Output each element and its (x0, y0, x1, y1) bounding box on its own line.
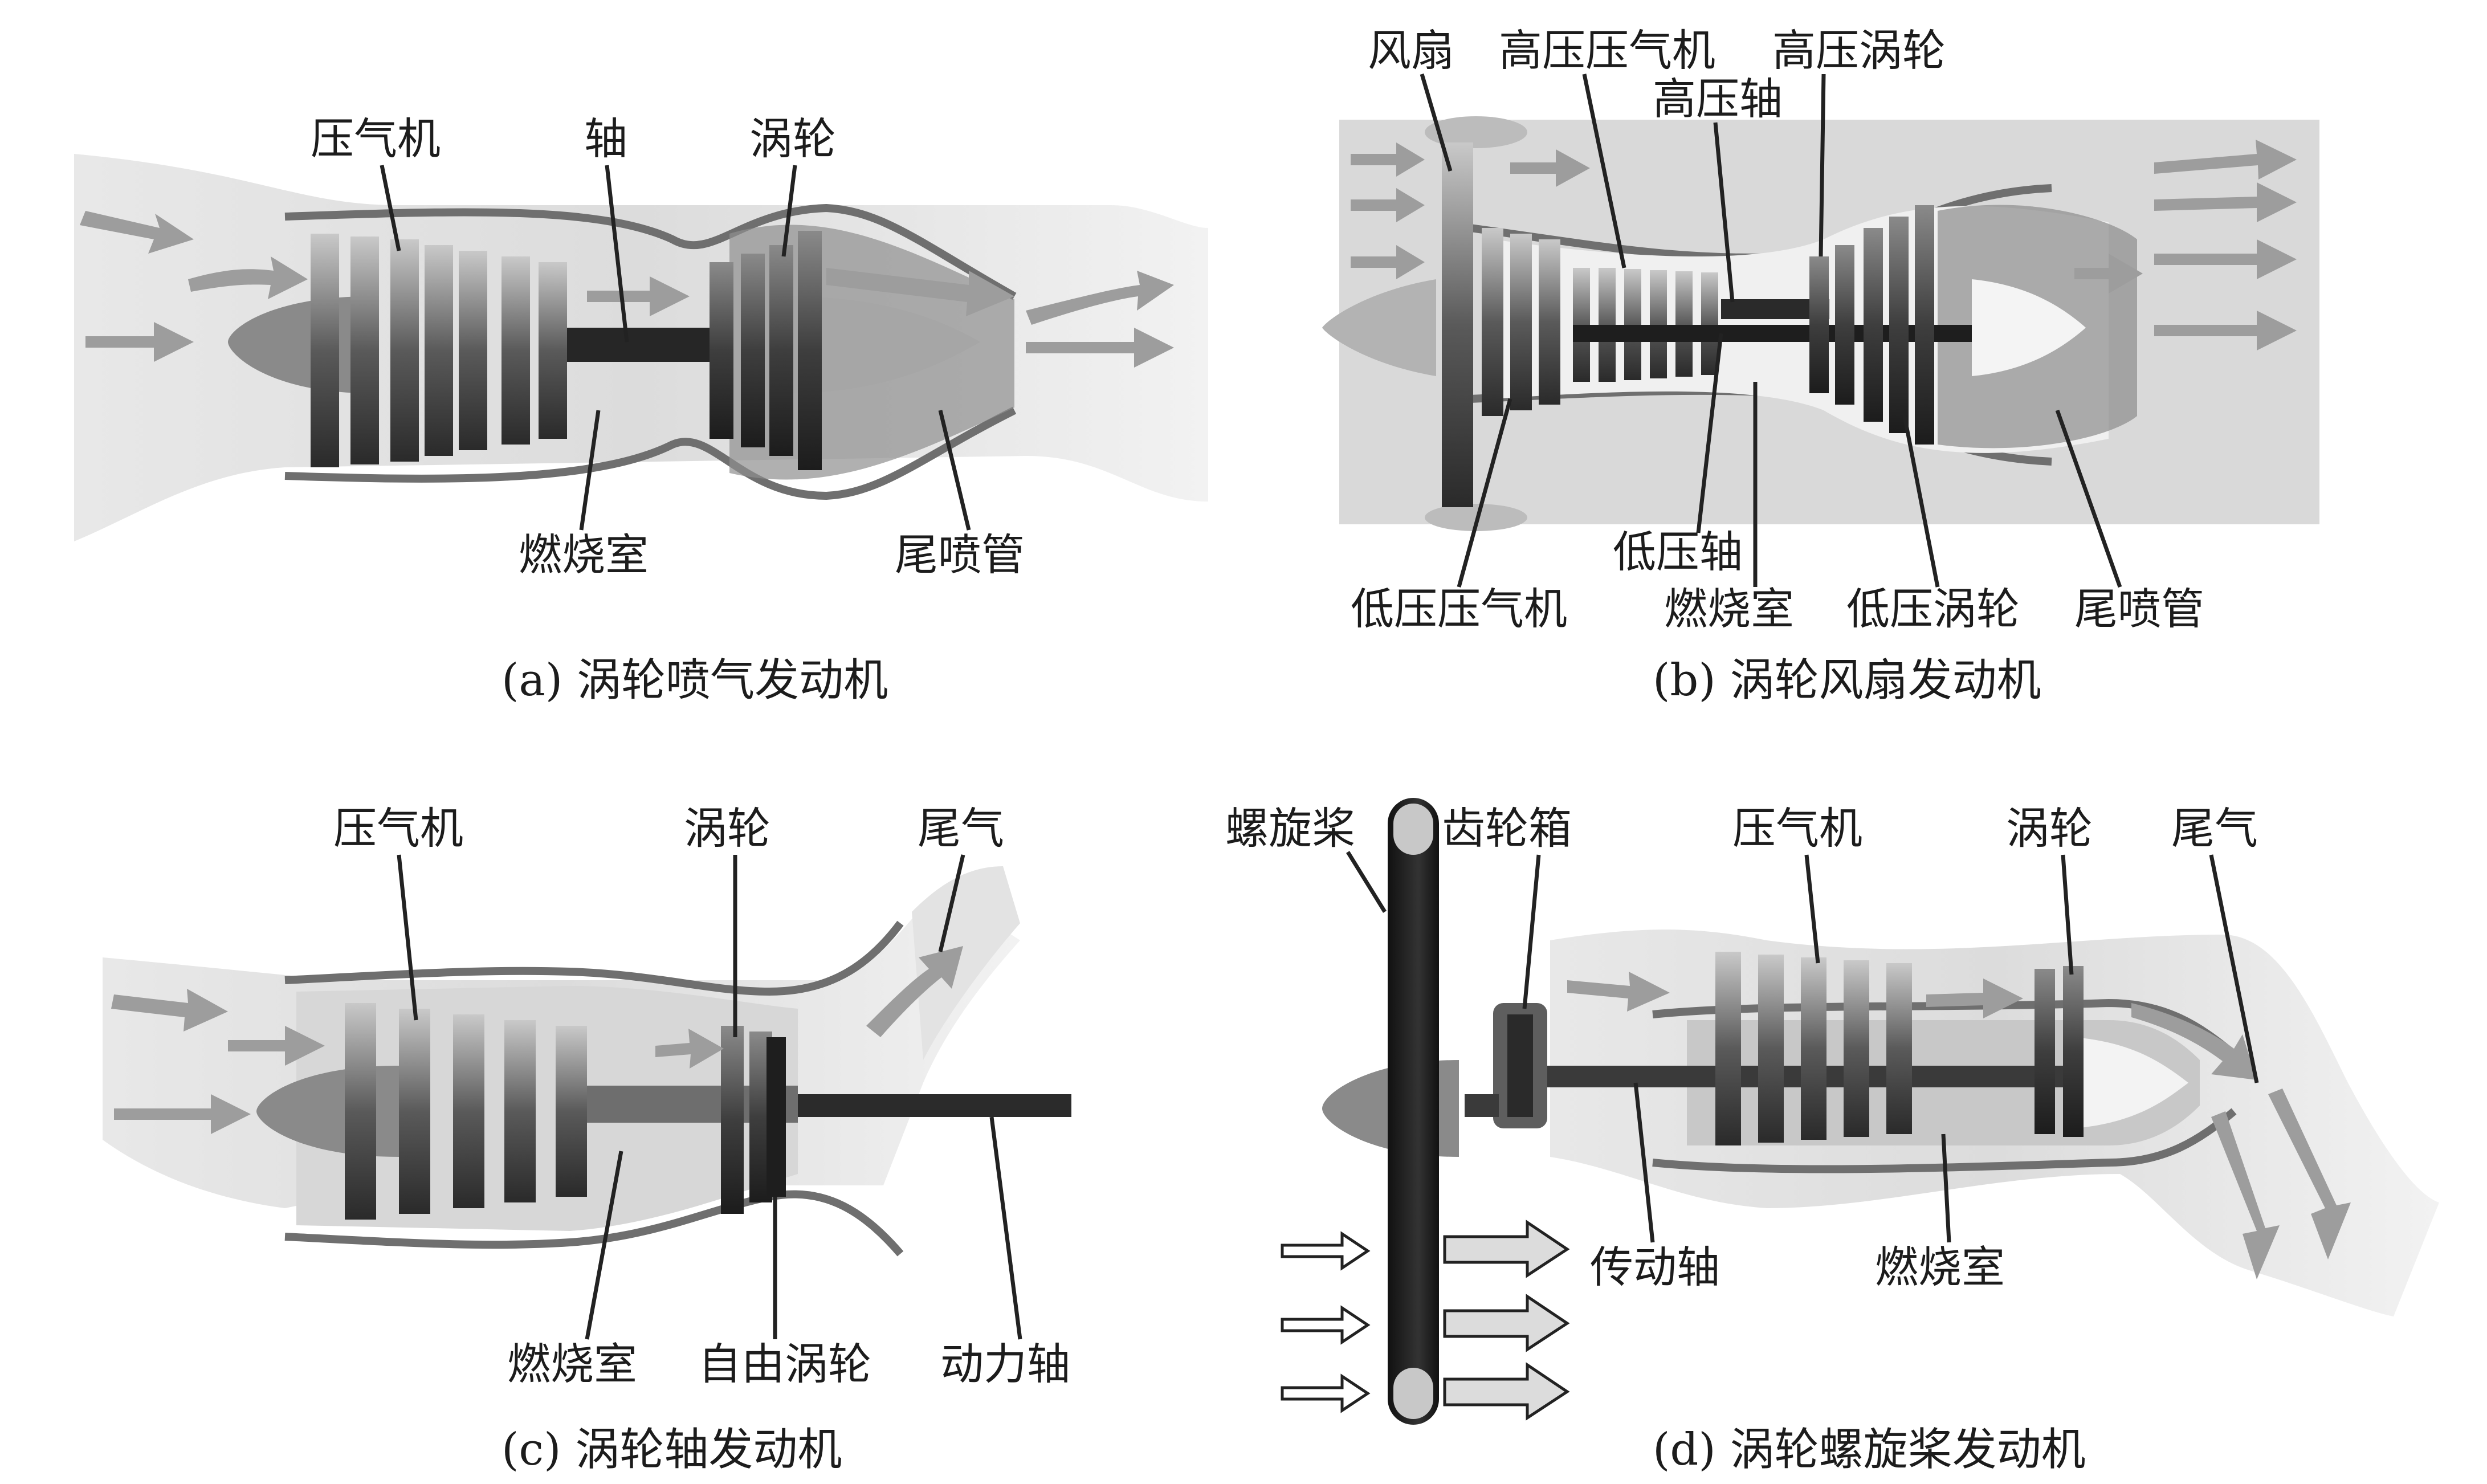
panel-d-propeller-icon (1388, 798, 1439, 1425)
panel-c-free-turbine-label: 自由涡轮 (698, 1339, 871, 1389)
panel-c-airflow-arrows (111, 946, 963, 1134)
panel-d-combustor-label: 燃烧室 (1875, 1242, 2005, 1293)
panel-b-spinner (1322, 279, 1436, 376)
panel-b-fan-label: 风扇 (1368, 25, 1454, 76)
panel-b-lp-shaft-icon (1573, 325, 1972, 342)
panel-a-shaft-label: 轴 (584, 113, 627, 164)
panel-c-combustor-label: 燃烧室 (507, 1339, 637, 1389)
panel-c-free-turbine-blades (767, 1037, 786, 1197)
panel-a-nozzle-label: 尾喷管 (895, 529, 1025, 580)
panel-d-airflow-arrows (1567, 972, 2351, 1279)
panel-b-lp-turbine-label: 低压涡轮 (1846, 584, 2020, 634)
panel-a-caption: (a) 涡轮喷气发动机 (502, 655, 888, 706)
panel-d-exhaust-label: 尾气 (2171, 803, 2258, 854)
panel-d-compressor-label: 压气机 (1732, 803, 1862, 854)
panel-d-caption: (d) 涡轮螺旋桨发动机 (1653, 1424, 2086, 1475)
panel-b-combustor-label: 燃烧室 (1664, 584, 1794, 634)
panel-c-turbine-label: 涡轮 (684, 803, 770, 854)
panel-a-casing (284, 203, 1017, 500)
panel-a-compressor-label: 压气机 (311, 113, 441, 164)
panel-d-drive-shaft-label: 传动轴 (1590, 1242, 1720, 1293)
panel-b-airflow-arrows (1351, 140, 2297, 350)
panel-b-fan-icon (1442, 142, 1473, 507)
panel-c-exhaust-label: 尾气 (918, 803, 1004, 854)
panel-a-turbojet: 压气机 轴 涡轮 燃烧室 尾喷管 (a) 涡轮喷气发动机 (74, 113, 1208, 706)
panel-a-combustor-label: 燃烧室 (519, 529, 649, 580)
panel-b-lp-compressor-blades (1482, 228, 1560, 416)
panel-b-tail-cone (1972, 279, 2086, 376)
panel-d-casing (1652, 998, 2237, 1173)
panel-c-caption: (c) 涡轮轴发动机 (502, 1424, 842, 1475)
panel-a-shaft-icon (564, 328, 729, 362)
panel-b-lp-turbine-blades (1864, 205, 1934, 445)
panel-c-exhaust-plume (912, 866, 1020, 1060)
panel-b-nozzle-label: 尾喷管 (2074, 584, 2204, 634)
panel-c-power-shaft-icon (798, 1094, 1071, 1117)
panel-b-turbofan: 风扇 高压压气机 高压涡轮 高压轴 低压压气机 低压轴 燃烧室 低压涡轮 尾喷管… (1322, 25, 2319, 706)
panel-b-hp-turbine-label: 高压涡轮 (1772, 25, 1946, 76)
panel-c-power-shaft-label: 动力轴 (940, 1339, 1070, 1389)
panel-d-turboprop: 螺旋桨 齿轮箱 压气机 涡轮 尾气 传动轴 燃烧室 (d) 涡轮螺旋桨发动机 (1225, 798, 2439, 1475)
panel-c-casing (284, 920, 904, 1257)
panel-c-compressor-label: 压气机 (333, 803, 463, 854)
panel-d-turbine-label: 涡轮 (2006, 803, 2093, 854)
panel-d-propwash-arrows (1281, 1220, 1570, 1421)
panel-d-tail-cone (2074, 1037, 2188, 1128)
panel-b-hp-compressor-blades (1573, 268, 1718, 382)
panel-a-tail-cone (786, 296, 980, 393)
panel-a-turbine-blades (710, 231, 822, 470)
panel-b-caption: (b) 涡轮风扇发动机 (1653, 655, 2041, 706)
panel-b-lp-shaft-label: 低压轴 (1613, 527, 1743, 577)
panel-d-gearbox-label: 齿轮箱 (1442, 803, 1572, 854)
panel-c-turboshaft: 压气机 涡轮 尾气 燃烧室 自由涡轮 动力轴 (c) 涡轮轴发动机 (103, 803, 1071, 1475)
panel-b-hp-turbine-blades (1809, 245, 1854, 405)
panel-d-compressor-blades (1715, 952, 1912, 1145)
panel-b-lp-compressor-label: 低压压气机 (1351, 584, 1567, 634)
panel-b-fan-cowl-top (1425, 116, 1527, 148)
panel-d-turbine-blades (2035, 966, 2084, 1137)
panel-a-turbine-label: 涡轮 (749, 113, 836, 164)
panel-b-hp-shaft-label: 高压轴 (1653, 74, 1783, 124)
panel-c-compressor-blades (345, 1003, 587, 1220)
panel-a-airflow-arrows (80, 211, 1174, 368)
panel-d-propeller-label: 螺旋桨 (1225, 803, 1355, 854)
panel-b-hp-compressor-label: 高压压气机 (1499, 25, 1715, 76)
panel-a-compressor-blades (311, 234, 567, 467)
